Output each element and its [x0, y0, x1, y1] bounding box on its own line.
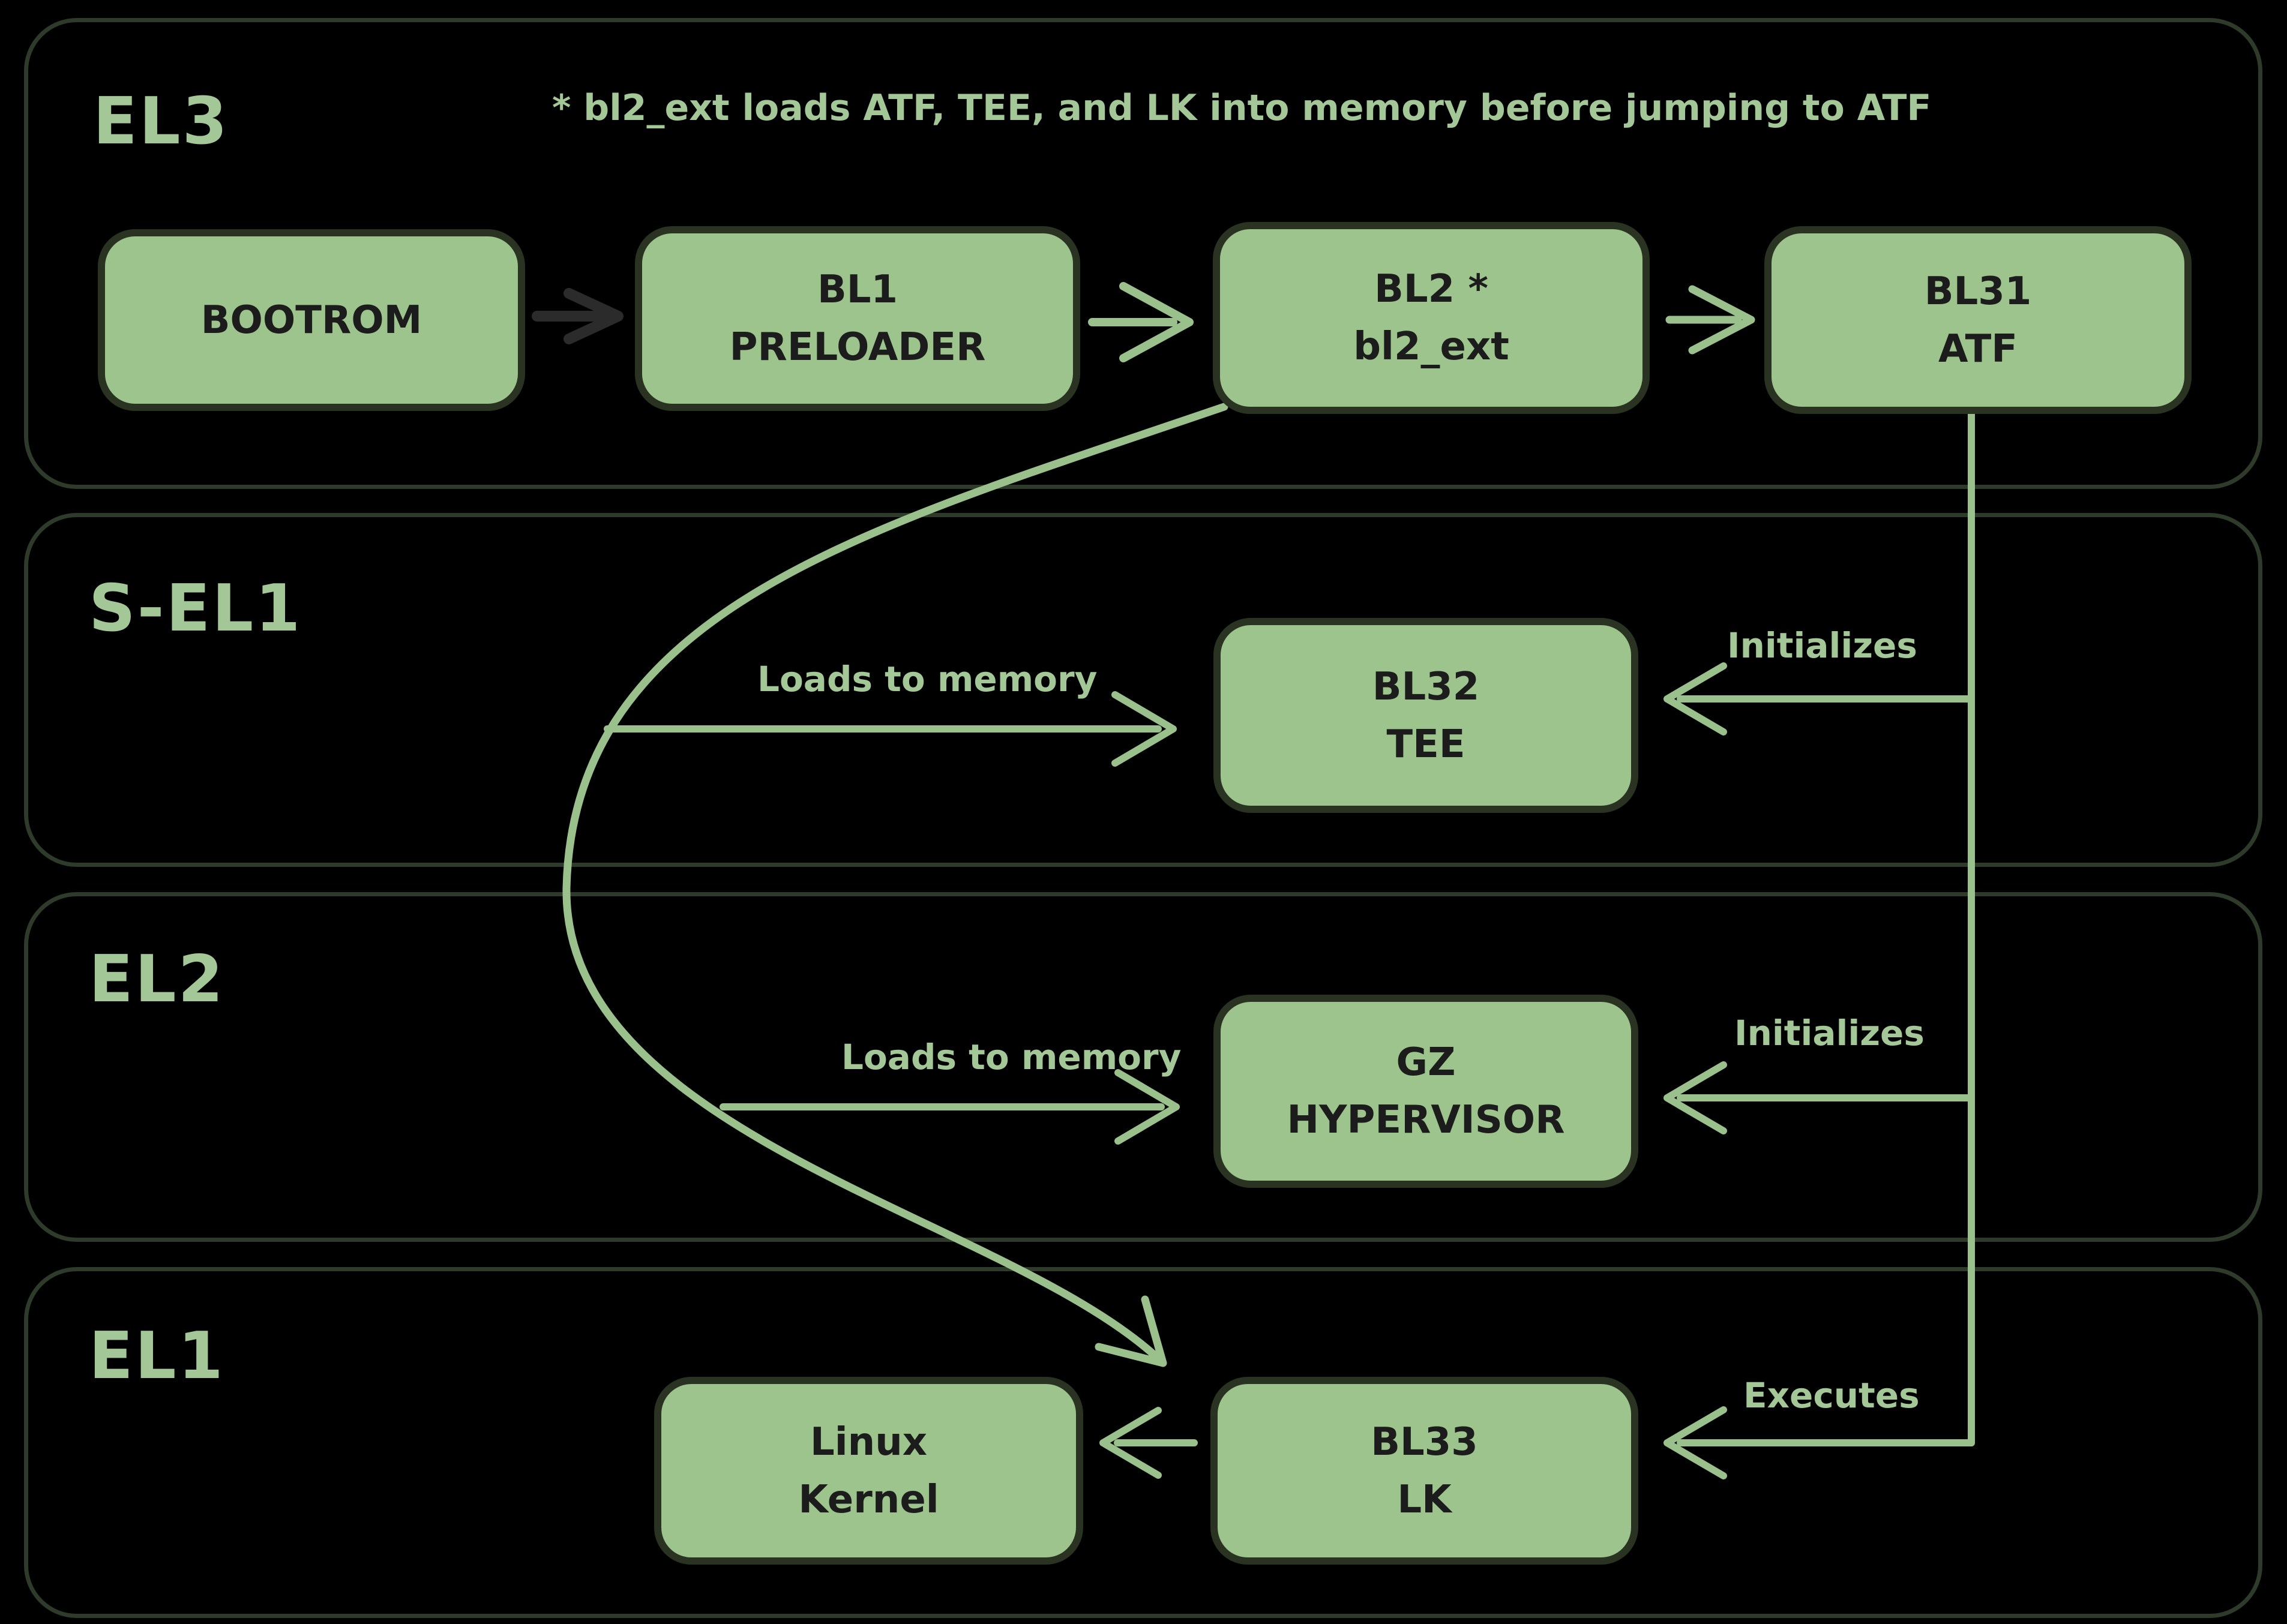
edge-label-initializes-sel1: Initializes: [1727, 625, 1917, 666]
node-bl31-atf: BL31 ATF: [1764, 226, 2192, 414]
node-bootrom-line1: BOOTROM: [200, 298, 422, 343]
node-bl33-line1: BL33: [1371, 1419, 1478, 1464]
node-bl1-line2: PRELOADER: [729, 325, 986, 370]
row-s-el1: [24, 513, 2262, 867]
row-el1: [24, 1267, 2262, 1618]
edge-label-loads-to-memory-sel1: Loads to memory: [757, 659, 1098, 700]
node-bl1-preloader: BL1 PRELOADER: [635, 226, 1080, 411]
row-label-s-el1: S-EL1: [89, 571, 302, 646]
node-bl31-line2: ATF: [1938, 326, 2018, 371]
node-bl2-line1: BL2 *: [1374, 267, 1488, 311]
node-bl32-tee: BL32 TEE: [1213, 618, 1638, 813]
node-bl2-line2: bl2_ext: [1353, 325, 1509, 369]
node-bl31-line1: BL31: [1924, 269, 2032, 314]
node-bl32-line2: TEE: [1386, 722, 1465, 767]
node-gz-hypervisor: GZ HYPERVISOR: [1213, 995, 1638, 1188]
row-label-el2: EL2: [89, 942, 225, 1017]
node-linux-kernel: Linux Kernel: [654, 1377, 1083, 1565]
node-bl2-bl2ext: BL2 * bl2_ext: [1213, 222, 1650, 414]
edge-label-initializes-el2: Initializes: [1734, 1013, 1925, 1053]
node-bootrom: BOOTROM: [98, 229, 525, 411]
node-linux-line1: Linux: [810, 1419, 928, 1464]
node-bl33-lk: BL33 LK: [1210, 1377, 1638, 1565]
footnote-annotation: * bl2_ext loads ATF, TEE, and LK into me…: [552, 87, 1932, 129]
node-gz-line1: GZ: [1396, 1040, 1456, 1085]
node-bl33-line2: LK: [1397, 1477, 1452, 1522]
row-label-el3: EL3: [93, 84, 229, 159]
node-bl1-line1: BL1: [817, 268, 898, 312]
edge-label-executes: Executes: [1743, 1375, 1920, 1416]
edge-label-loads-to-memory-el2: Loads to memory: [841, 1037, 1182, 1077]
node-linux-line2: Kernel: [798, 1477, 939, 1522]
node-bl32-line1: BL32: [1372, 664, 1480, 709]
row-label-el1: EL1: [89, 1319, 225, 1394]
node-gz-line2: HYPERVISOR: [1287, 1098, 1565, 1142]
